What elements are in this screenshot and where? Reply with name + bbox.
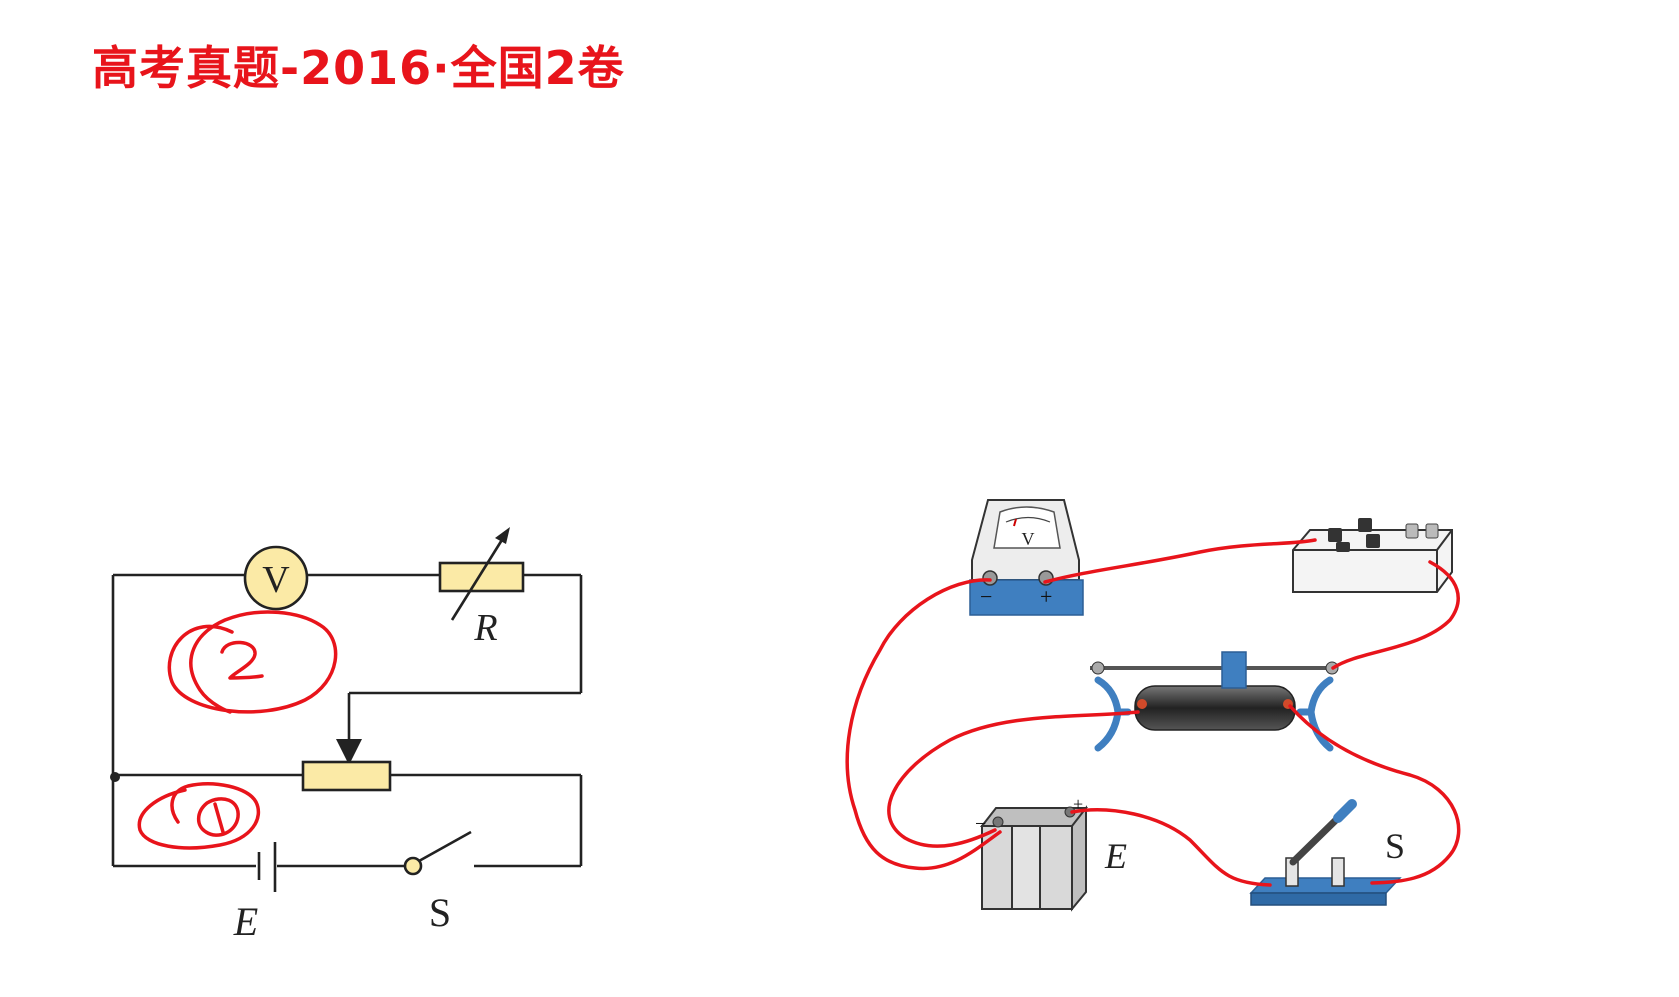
wire-rheostat-to-battery: [887, 710, 1140, 848]
knob-icon: [1366, 534, 1380, 548]
terminal-icon: [1405, 523, 1419, 539]
switch-label: S: [429, 890, 451, 935]
knob-icon: [1328, 528, 1342, 542]
switch-symbol: S: [403, 830, 472, 935]
voltmeter-label: V: [262, 559, 290, 601]
rheostat-coil: [1134, 685, 1296, 731]
annotation-2-digit: [220, 640, 264, 680]
wire-battery-to-switch: [1070, 808, 1272, 887]
voltmeter-needle: [1013, 518, 1017, 527]
voltmeter-base: [969, 579, 1084, 616]
variable-arrowhead: [495, 527, 510, 544]
rheostat-slider: [1221, 651, 1247, 689]
voltmeter-device: V − +: [969, 499, 1084, 616]
switch-hinge: [1285, 857, 1299, 887]
battery-minus-sign: −: [975, 813, 986, 835]
wire-voltmeter-to-battery: [845, 578, 1002, 871]
wire-voltmeter-to-resistance-box: [1043, 538, 1317, 584]
switch-pivot: [403, 856, 423, 876]
switch-handle: [1333, 799, 1357, 823]
switch-lever: [418, 830, 472, 863]
switch-base-front: [1250, 892, 1387, 906]
voltmeter-scale: [1005, 516, 1051, 523]
resistance-box-label: R: [473, 607, 497, 649]
rheostat-rod-end-left: [1091, 661, 1105, 675]
variable-indicator: [450, 534, 507, 621]
battery-label: E: [233, 899, 258, 944]
wire-resistance-box-to-rheostat: [1331, 560, 1460, 670]
resistance-box-device: [1292, 518, 1453, 593]
switch-blade: [1289, 814, 1342, 866]
annotation-loop-2: [167, 610, 338, 714]
voltmeter-dial: [993, 506, 1061, 549]
voltmeter-plus-sign: +: [1040, 584, 1052, 609]
battery-symbol: E: [233, 842, 277, 944]
voltmeter-terminal-minus: [982, 570, 998, 586]
rheostat-terminal-left: [1137, 699, 1147, 709]
battery-terminal-minus: [992, 816, 1004, 828]
resistance-box-symbol: R: [438, 527, 525, 649]
page-title: 高考真题-2016·全国2卷: [92, 41, 625, 95]
switch-device: S: [1249, 799, 1405, 906]
rheostat-right-bracket: [1296, 676, 1334, 752]
voltmeter-dial-label: V: [1022, 529, 1035, 549]
switch-device-label: S: [1385, 826, 1405, 866]
battery-cell: [981, 825, 1015, 910]
resistance-box-case: [1292, 529, 1453, 593]
battery-cell: [1011, 825, 1043, 910]
battery-top: [979, 805, 1089, 912]
junction-dot: [110, 772, 120, 782]
voltmeter-circle: [243, 545, 309, 611]
annotation-1-digit: [196, 797, 240, 837]
voltmeter-minus-sign: −: [980, 584, 992, 609]
battery-device-label: E: [1104, 836, 1127, 876]
rheostat-symbol: [301, 760, 392, 792]
resistance-box-knobs: [1328, 518, 1439, 552]
knob-icon: [1358, 518, 1372, 532]
battery-cell: [1039, 825, 1073, 910]
battery-plus-sign: +: [1073, 794, 1083, 814]
knob-icon: [1336, 542, 1350, 552]
switch-contact: [1331, 857, 1345, 887]
resistance-box-body: [438, 561, 525, 593]
rheostat-device: [1090, 651, 1339, 752]
terminal-icon: [1425, 523, 1439, 539]
wire-rheostat-to-switch: [1288, 704, 1461, 885]
annotation-loop-1: [137, 782, 261, 850]
physical-apparatus: V − +: [845, 499, 1461, 912]
voltmeter-symbol: V: [243, 545, 309, 611]
hand-drawn-wiring: [845, 538, 1461, 887]
circuit-schematic: V R E S: [110, 527, 583, 944]
switch-base-top: [1249, 877, 1402, 894]
